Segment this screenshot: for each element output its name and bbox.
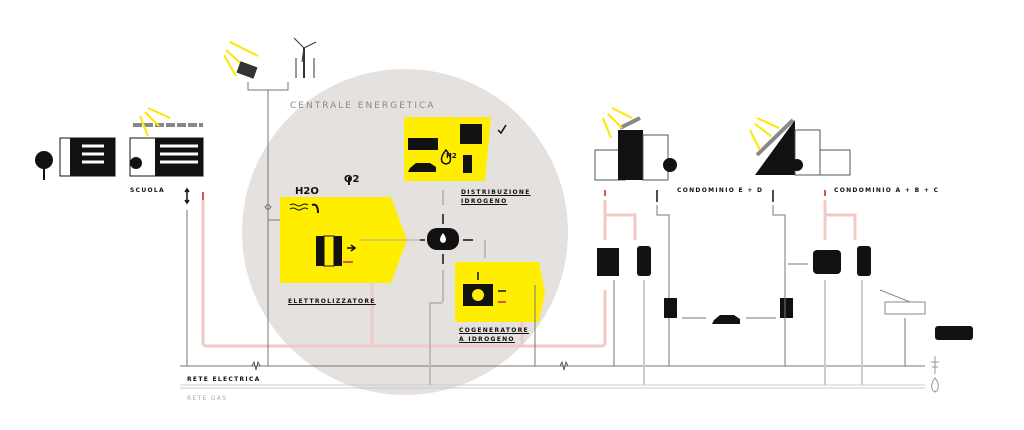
condominio-ed-building-icon (594, 107, 677, 181)
grid-end-icons (931, 356, 939, 393)
label-distribuzione-2: IDROGENO (461, 198, 508, 205)
hydrogen-drop-icon (440, 148, 452, 165)
solar-panel-icon (223, 41, 259, 79)
label-rete-elettrica: RETE ELECTRICA (187, 376, 261, 383)
factory-icon (460, 124, 482, 144)
label-scuola: SCUOLA (130, 187, 165, 194)
fuel-pump-icon (463, 155, 472, 173)
boiler-icon (637, 246, 651, 276)
truck-icon (408, 138, 438, 150)
heat-pump-icon (597, 248, 619, 276)
electrolyzer-icon (316, 235, 342, 267)
electric-bus-icon (935, 326, 973, 340)
gas-grid-line (180, 384, 925, 389)
arrow-icon (311, 203, 319, 214)
school-connections (184, 187, 204, 366)
label-cogeneratore-1: COGENERATORE (459, 327, 529, 334)
condominio-abc-systems (788, 190, 973, 385)
electrolyzer-box (280, 197, 407, 283)
label-rete-gas: RETE GAS (187, 395, 228, 402)
water-formula: H2O (295, 186, 319, 197)
hydrogen-tank-icon (420, 214, 473, 264)
wind-turbine-icon (293, 37, 317, 78)
school-building-icon (35, 107, 204, 180)
label-condominio-abc: CONDOMINIO A + B + C (834, 187, 940, 194)
trolleybus-icon (884, 301, 926, 315)
label-distribuzione-1: DISTRIBUZIONE (461, 189, 531, 196)
cogeneration-unit-icon (813, 250, 841, 274)
cogenerator-icon (463, 272, 536, 366)
electric-grid-line (180, 360, 925, 371)
condominio-abc-building-icon (749, 117, 851, 176)
electric-car-icon (712, 315, 740, 324)
oxygen-formula: O2 (344, 174, 360, 185)
car-icon (408, 163, 436, 172)
condominio-ed-systems (597, 190, 793, 385)
heat-pipe (201, 200, 607, 348)
battery-icon (780, 298, 793, 318)
label-condominio-ed: CONDOMINIO E + D (677, 187, 764, 194)
central-plant-title: CENTRALE ENERGETICA (290, 101, 436, 111)
water-waves-icon (289, 203, 309, 211)
boiler-icon (857, 246, 871, 276)
label-cogeneratore-2: A IDROGENO (459, 336, 515, 343)
label-elettrolizzatore: ELETTROLIZZATORE (288, 298, 376, 305)
check-icon (497, 124, 507, 135)
hydrogen-formula: H2 (446, 152, 457, 160)
battery-icon (664, 298, 677, 318)
